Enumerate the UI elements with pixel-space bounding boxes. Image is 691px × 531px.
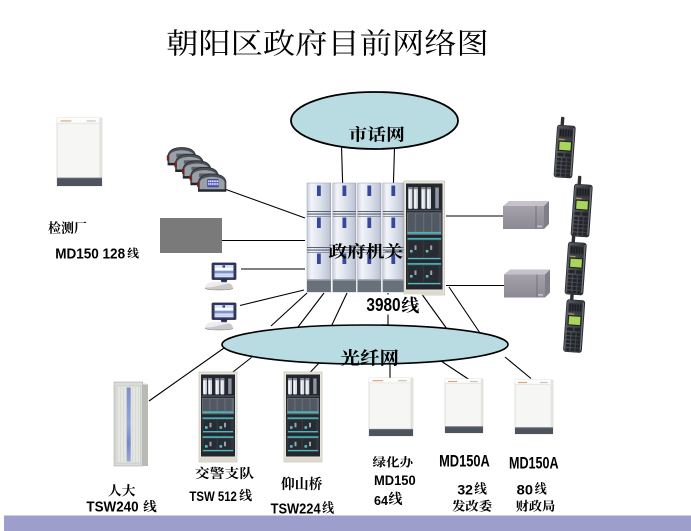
svg-text:TSW240: TSW240 [86,499,138,516]
svg-text:MD150: MD150 [374,473,416,488]
svg-text:TSW224: TSW224 [271,502,322,518]
svg-text:32: 32 [457,483,473,498]
svg-text:MD150A: MD150A [439,451,490,470]
svg-text:80: 80 [517,483,533,498]
svg-text:64: 64 [374,493,389,508]
svg-text:3980: 3980 [366,295,400,315]
svg-text:MD150A: MD150A [509,453,559,472]
svg-text:TSW 512: TSW 512 [189,488,237,504]
svg-text:MD150 128: MD150 128 [55,246,125,262]
